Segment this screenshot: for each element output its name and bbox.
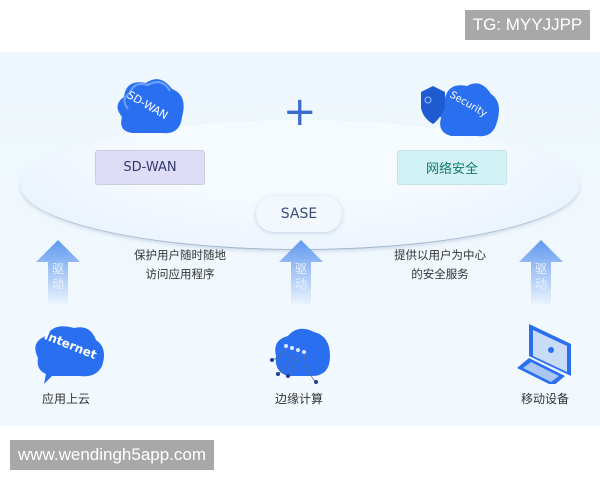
- sdwan-cloud-icon: SD-WAN: [117, 79, 184, 134]
- description-right: 提供以用户为中心 的安全服务: [375, 246, 505, 284]
- watermark-top: TG: MYYJJPP: [465, 10, 590, 40]
- security-label: 网络安全: [397, 150, 507, 185]
- description-line: 访问应用程序: [145, 267, 215, 281]
- plus-sign: +: [283, 89, 317, 135]
- arrow-text: 动: [51, 277, 64, 291]
- sase-badge: SASE: [256, 196, 342, 232]
- arrow-text: 驱: [294, 262, 307, 276]
- laptop-icon: [517, 324, 571, 384]
- drive-arrow-center: 驱动: [279, 240, 323, 308]
- watermark-bottom: www.wendingh5app.com: [10, 440, 214, 470]
- description-left: 保护用户随时随地 访问应用程序: [120, 246, 240, 284]
- description-line: 的安全服务: [411, 267, 469, 281]
- internet-cloud-icon: Internet: [35, 326, 105, 384]
- arrow-text: 动: [294, 277, 307, 291]
- drive-arrow-left: 驱动: [36, 240, 80, 308]
- arrow-text: 驱: [534, 262, 547, 276]
- drive-arrow-right: 驱动: [519, 240, 563, 308]
- label-mobile-devices: 移动设备: [520, 392, 569, 406]
- sdwan-label: SD-WAN: [95, 150, 205, 185]
- label-edge-computing: 边缘计算: [274, 392, 323, 406]
- description-line: 保护用户随时随地: [134, 248, 226, 262]
- arrow-text: 驱: [51, 262, 64, 276]
- arrow-text: 动: [534, 277, 547, 291]
- description-line: 提供以用户为中心: [394, 248, 486, 262]
- label-cloud-apps: 应用上云: [41, 392, 90, 406]
- edge-computing-cloud-icon: [270, 328, 330, 384]
- security-cloud-icon: Security: [421, 83, 499, 137]
